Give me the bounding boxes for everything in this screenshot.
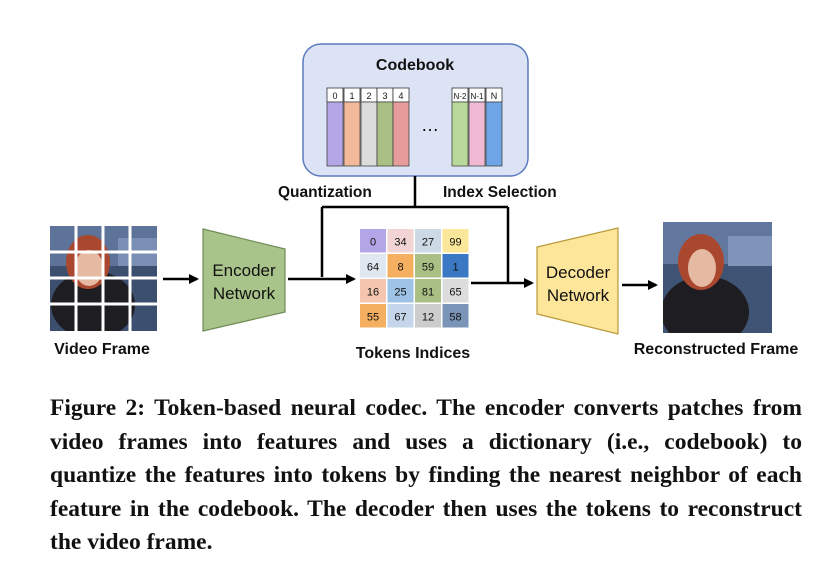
token-cell: 16 [360, 279, 386, 303]
token-value: 55 [367, 312, 379, 324]
token-cell: 0 [360, 229, 386, 253]
codebook-entry: N-1 [468, 87, 486, 167]
token-value: 64 [367, 262, 379, 274]
token-cell-bg [442, 304, 469, 328]
token-value: 27 [422, 237, 434, 249]
token-cell-bg [442, 279, 469, 303]
token-cell-bg [387, 279, 414, 303]
token-value: 8 [397, 262, 403, 274]
codebook-ellipsis: … [421, 115, 439, 135]
token-cell: 67 [387, 304, 414, 328]
token-cell-bg [415, 279, 441, 303]
reconstructed-frame-label: Reconstructed Frame [634, 341, 799, 358]
codebook-index-label: 0 [332, 91, 337, 101]
codebook-entry: 0 [326, 87, 344, 167]
decoder-shape [536, 227, 619, 335]
token-cell: 99 [442, 229, 469, 253]
encoder-shape [202, 228, 286, 332]
codebook-index-label: 2 [366, 91, 371, 101]
token-cell: 65 [442, 279, 469, 303]
token-cell-bg [387, 304, 414, 328]
decoder-label-line2: Network [547, 286, 610, 305]
token-cell-bg [360, 254, 386, 278]
tokens-indices-label: Tokens Indices [356, 345, 471, 362]
token-cell-bg [415, 304, 441, 328]
codebook-entry: 2 [360, 87, 378, 167]
token-value: 25 [394, 287, 406, 299]
token-value: 65 [449, 287, 461, 299]
codebook-index-label: N-1 [471, 92, 484, 101]
token-cell: 58 [442, 304, 469, 328]
codebook-columns: 0 1 2 3 4 N-2 N-1 N [326, 87, 503, 167]
codebook-entry: N [485, 87, 503, 167]
token-cell: 1 [442, 254, 469, 278]
codebook-title: Codebook [376, 57, 454, 74]
decoder-label-line1: Decoder [546, 263, 611, 282]
codebook-vector [326, 101, 344, 167]
codebook-index-label: N-2 [454, 92, 467, 101]
codebook-vector [468, 101, 486, 167]
token-grid: 0 34 27 99 64 8 59 1 16 25 81 65 55 67 12 58 [360, 229, 469, 328]
codebook-vector [343, 101, 361, 167]
codebook-entry: 1 [343, 87, 361, 167]
token-value: 99 [449, 237, 461, 249]
token-cell: 34 [387, 229, 414, 253]
token-cell-bg [442, 229, 469, 253]
patch-grid [50, 226, 157, 331]
codebook-vector [392, 101, 410, 167]
token-cell-bg [387, 229, 414, 253]
video-frame-label: Video Frame [54, 341, 150, 358]
codebook-vector [451, 101, 469, 167]
token-cell-bg [387, 254, 414, 278]
token-cell-bg [415, 254, 441, 278]
token-cell: 64 [360, 254, 386, 278]
token-cell: 59 [415, 254, 441, 278]
token-cell: 8 [387, 254, 414, 278]
token-value: 67 [394, 312, 406, 324]
encoder-label-line2: Network [213, 284, 276, 303]
token-cell-bg [415, 229, 441, 253]
token-cell-bg [442, 254, 469, 278]
token-value: 12 [422, 312, 434, 324]
reconstructed-frame-image [663, 222, 772, 333]
token-value: 58 [449, 312, 461, 324]
codebook-index-label: 3 [382, 91, 387, 101]
codebook-entry: 4 [392, 87, 410, 167]
token-cell: 81 [415, 279, 441, 303]
token-value: 81 [422, 287, 434, 299]
codebook-index-label: 4 [398, 91, 403, 101]
codebook-vector [485, 101, 503, 167]
codebook-index-label: 1 [349, 91, 354, 101]
codebook-entry: 3 [376, 87, 394, 167]
token-value: 0 [370, 237, 376, 249]
codebook-index-label: N [491, 91, 498, 101]
codebook-vector [376, 101, 394, 167]
index-selection-label: Index Selection [443, 184, 557, 201]
encoder-label-line1: Encoder [212, 261, 276, 280]
token-cell: 25 [387, 279, 414, 303]
token-value: 59 [422, 262, 434, 274]
codebook-entry: N-2 [451, 87, 469, 167]
token-cell: 12 [415, 304, 441, 328]
token-cell: 27 [415, 229, 441, 253]
quantization-label: Quantization [278, 184, 372, 201]
token-value: 1 [452, 262, 458, 274]
figure-caption: Figure 2: Token-based neural codec. The … [50, 395, 802, 555]
token-value: 34 [394, 237, 406, 249]
token-cell-bg [360, 229, 386, 253]
token-cell: 55 [360, 304, 386, 328]
token-cell-bg [360, 279, 386, 303]
codebook-vector [360, 101, 378, 167]
token-value: 16 [367, 287, 379, 299]
token-cell-bg [360, 304, 386, 328]
